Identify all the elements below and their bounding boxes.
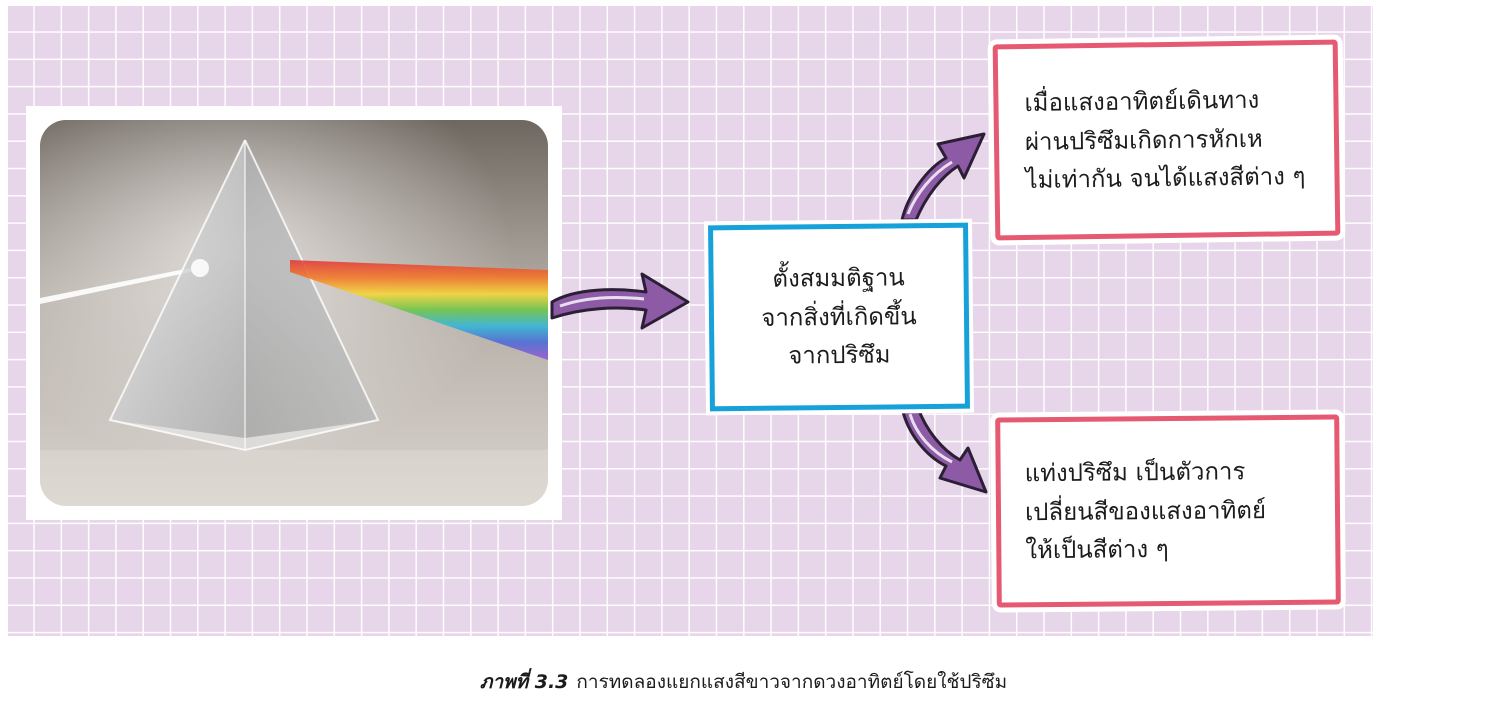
hypothesis-line: จากสิ่งที่เกิดขึ้น <box>761 301 917 332</box>
photo-frame <box>26 106 562 520</box>
figure-caption-text: การทดลองแยกแสงสีขาวจากดวงอาทิตย์โดยใช้ปร… <box>576 671 1008 693</box>
up-right-arrow-icon <box>900 132 986 222</box>
hypothesis-line: จากปริซึม <box>788 340 891 370</box>
refraction-hypothesis-box: เมื่อแสงอาทิตย์เดินทาง ผ่านปริซึมเกิดการ… <box>992 39 1341 241</box>
figure-label: ภาพที่ 3.3 <box>479 671 569 693</box>
refraction-line: ผ่านปริซึมเกิดการหักเห <box>1024 124 1263 156</box>
prism-color-line: ให้เป็นสีต่าง ๆ <box>1025 535 1169 565</box>
right-arrow-icon <box>550 272 690 330</box>
prism-color-line: แท่งปริซึม เป็นตัวการ <box>1024 457 1246 488</box>
figure-caption: ภาพที่ 3.3 การทดลองแยกแสงสีขาวจากดวงอาทิต… <box>0 667 1487 697</box>
refraction-line: ไม่เท่ากัน จนได้แสงสีต่าง ๆ <box>1025 162 1306 195</box>
prism-color-hypothesis-box: แท่งปริซึม เป็นตัวการ เปลี่ยนสีของแสงอาท… <box>995 414 1341 608</box>
prism-color-line: เปลี่ยนสีของแสงอาทิตย์ <box>1024 495 1267 527</box>
prism-photo <box>40 120 548 506</box>
diagram-panel: ตั้งสมมติฐาน จากสิ่งที่เกิดขึ้น จากปริซึ… <box>8 6 1373 636</box>
down-right-arrow-icon <box>900 406 988 494</box>
hypothesis-box: ตั้งสมมติฐาน จากสิ่งที่เกิดขึ้น จากปริซึ… <box>708 222 970 412</box>
refraction-line: เมื่อแสงอาทิตย์เดินทาง <box>1024 86 1260 118</box>
hypothesis-line: ตั้งสมมติฐาน <box>772 263 905 294</box>
